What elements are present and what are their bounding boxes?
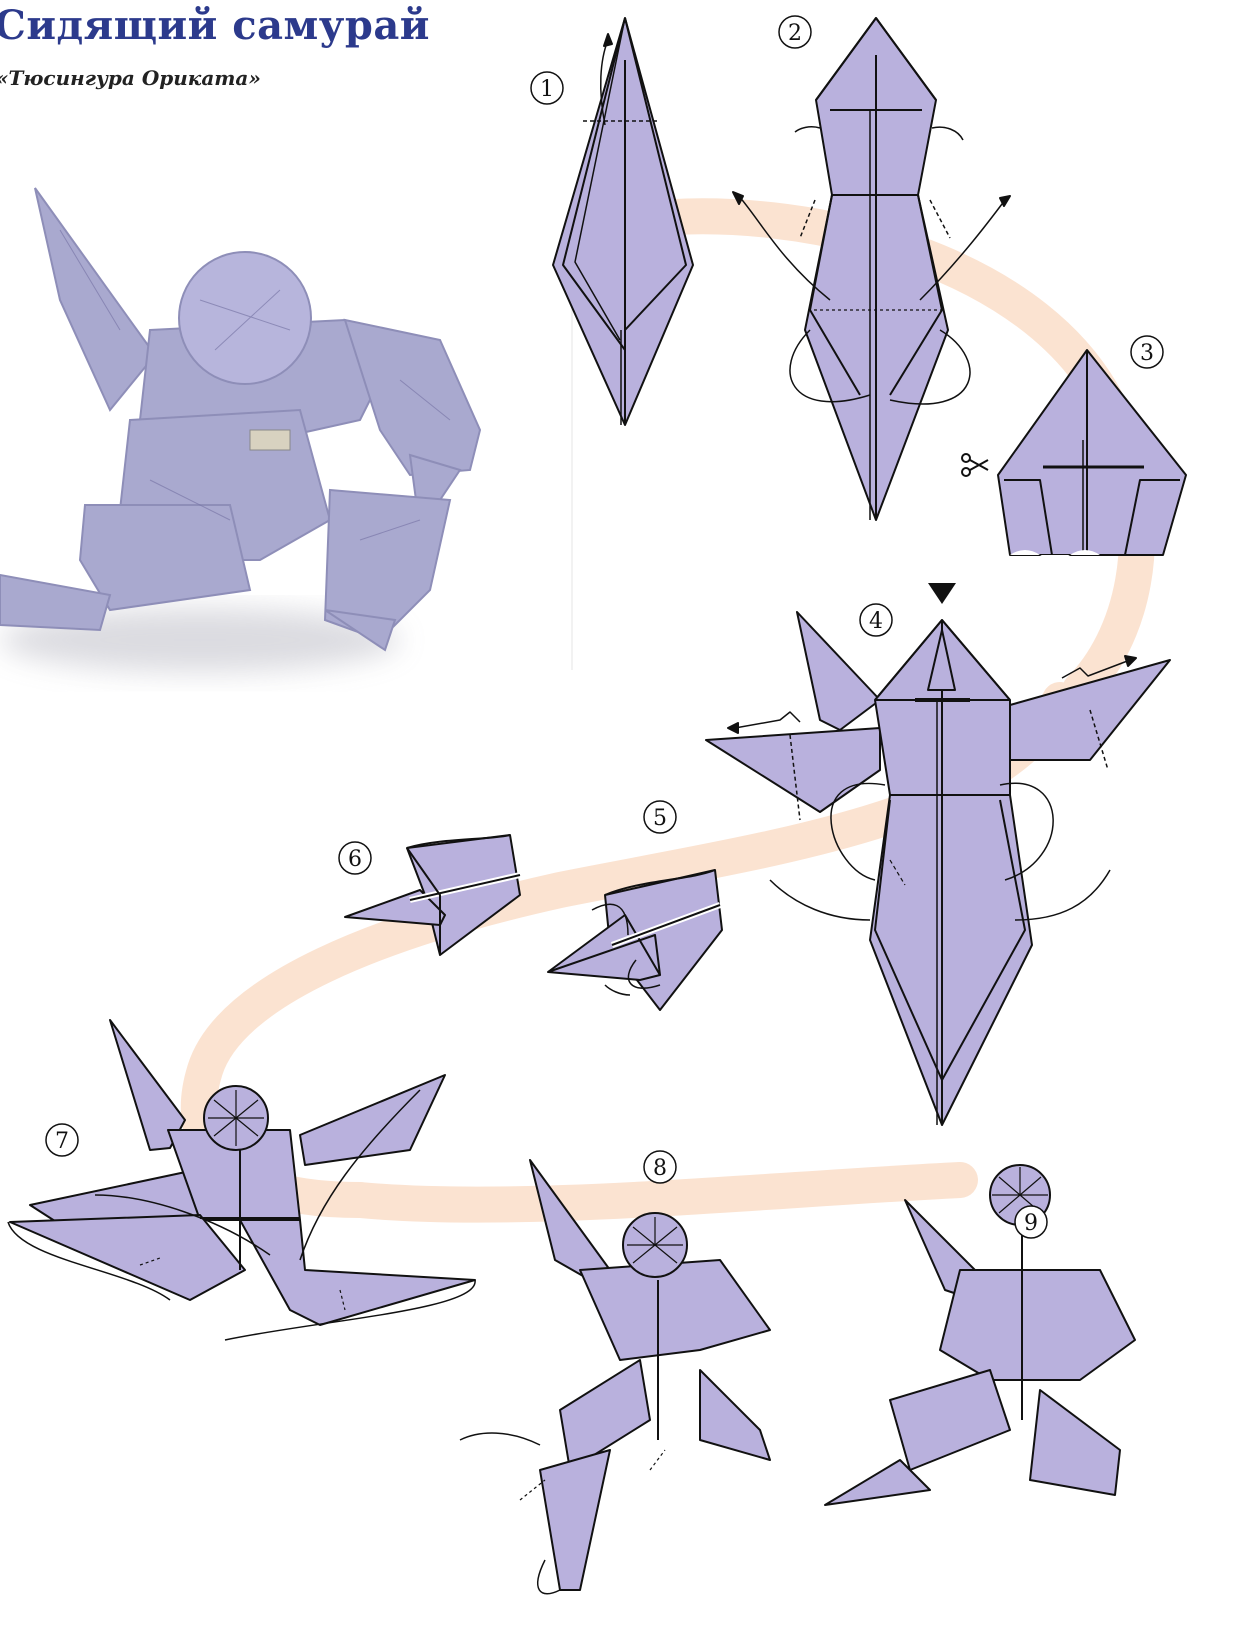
svg-text:7: 7 [55,1129,69,1154]
step-8-diagram [460,1160,770,1594]
scissors-icon [962,454,988,476]
step-number-7: 7 [46,1124,78,1156]
svg-text:1: 1 [540,77,554,102]
step-9-diagram [825,1165,1135,1505]
svg-text:2: 2 [788,21,802,46]
step-3-diagram [998,350,1186,560]
svg-text:8: 8 [653,1156,667,1181]
step-number-5: 5 [644,801,676,833]
photo-of-folded-samurai [0,188,480,672]
svg-text:3: 3 [1140,341,1154,366]
step-4-diagram [706,612,1170,1125]
step-number-8: 8 [644,1151,676,1183]
svg-text:6: 6 [348,847,362,872]
step-number-6: 6 [339,842,371,874]
step-number-2: 2 [779,16,811,48]
push-arrow-icon [928,583,956,604]
step-number-4: 4 [860,604,892,636]
svg-text:5: 5 [653,806,667,831]
step-number-9: 9 [1015,1206,1047,1238]
step-1-diagram [553,18,693,425]
step-number-3: 3 [1131,336,1163,368]
step-number-1: 1 [531,72,563,104]
svg-text:9: 9 [1024,1211,1038,1236]
svg-text:4: 4 [869,609,883,634]
step-7-diagram [8,1020,475,1340]
